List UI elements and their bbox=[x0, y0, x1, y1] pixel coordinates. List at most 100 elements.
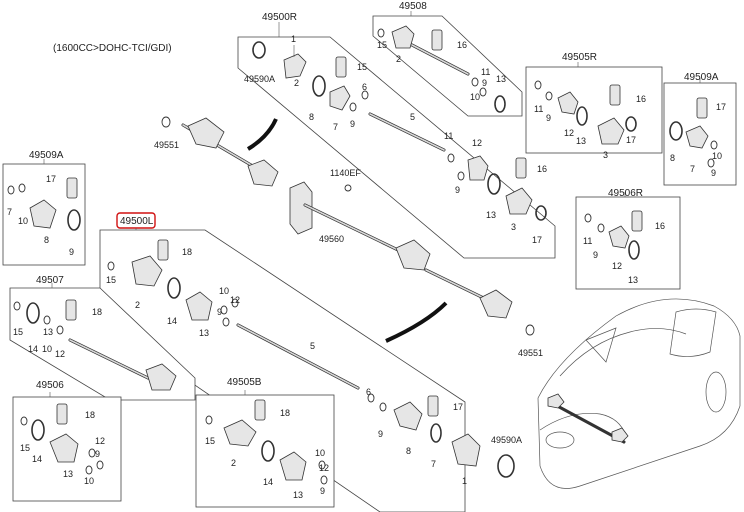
svg-text:9: 9 bbox=[593, 250, 598, 260]
svg-text:7: 7 bbox=[7, 207, 12, 217]
svg-text:7: 7 bbox=[690, 164, 695, 174]
svg-text:16: 16 bbox=[537, 164, 547, 174]
svg-text:18: 18 bbox=[182, 247, 192, 257]
svg-text:17: 17 bbox=[453, 402, 463, 412]
svg-text:11: 11 bbox=[444, 131, 453, 141]
svg-text:11: 11 bbox=[583, 236, 592, 246]
svg-text:13: 13 bbox=[576, 136, 586, 146]
svg-text:9: 9 bbox=[482, 78, 487, 88]
svg-text:16: 16 bbox=[457, 40, 467, 50]
svg-text:13: 13 bbox=[628, 275, 638, 285]
svg-text:15: 15 bbox=[377, 40, 387, 50]
label-49507: 49507 bbox=[36, 275, 64, 286]
svg-text:7: 7 bbox=[333, 122, 338, 132]
svg-text:15: 15 bbox=[357, 62, 367, 72]
svg-text:18: 18 bbox=[92, 307, 102, 317]
svg-text:9: 9 bbox=[455, 185, 460, 195]
svg-text:8: 8 bbox=[44, 235, 49, 245]
svg-text:15: 15 bbox=[106, 275, 116, 285]
svg-text:9: 9 bbox=[69, 247, 74, 257]
svg-text:11: 11 bbox=[534, 104, 543, 114]
svg-text:17: 17 bbox=[46, 174, 56, 184]
svg-text:14: 14 bbox=[28, 344, 38, 354]
label-49509A-left: 49509A bbox=[29, 150, 64, 161]
svg-text:15: 15 bbox=[205, 436, 215, 446]
label-49551-bottom: 49551 bbox=[518, 348, 543, 358]
box-49505R bbox=[525, 66, 663, 154]
box-49506R bbox=[575, 196, 681, 290]
svg-text:7: 7 bbox=[431, 459, 436, 469]
svg-text:11: 11 bbox=[481, 67, 490, 77]
svg-text:9: 9 bbox=[350, 119, 355, 129]
svg-text:10: 10 bbox=[219, 286, 229, 296]
svg-text:17: 17 bbox=[532, 235, 542, 245]
intermediate-shaft: 1140EF 49560 bbox=[289, 168, 400, 252]
svg-text:16: 16 bbox=[655, 221, 665, 231]
svg-text:9: 9 bbox=[95, 449, 100, 459]
svg-text:13: 13 bbox=[293, 490, 303, 500]
svg-text:13: 13 bbox=[43, 327, 53, 337]
vehicle-illustration bbox=[537, 298, 741, 489]
assembled-rear-driveshaft: 49551 bbox=[154, 116, 279, 187]
label-49560: 49560 bbox=[319, 234, 344, 244]
svg-text:2: 2 bbox=[231, 458, 236, 468]
svg-text:5: 5 bbox=[310, 341, 315, 351]
svg-text:2: 2 bbox=[135, 300, 140, 310]
svg-text:8: 8 bbox=[309, 112, 314, 122]
svg-text:9: 9 bbox=[711, 168, 716, 178]
svg-text:12: 12 bbox=[564, 128, 574, 138]
svg-text:9: 9 bbox=[378, 429, 383, 439]
svg-text:14: 14 bbox=[263, 477, 273, 487]
svg-text:14: 14 bbox=[167, 316, 177, 326]
svg-text:9: 9 bbox=[546, 113, 551, 123]
svg-text:6: 6 bbox=[366, 387, 371, 397]
svg-text:10: 10 bbox=[712, 151, 722, 161]
parts-49500R: 49590A 1 2 15 8 7 9 6 5 11 9 12 13 16 3 … bbox=[244, 34, 547, 245]
label-49508: 49508 bbox=[399, 1, 427, 12]
svg-text:10: 10 bbox=[470, 92, 480, 102]
svg-text:1: 1 bbox=[291, 34, 296, 44]
svg-text:14: 14 bbox=[32, 454, 42, 464]
svg-text:9: 9 bbox=[320, 486, 325, 496]
label-49505B: 49505B bbox=[227, 377, 262, 388]
label-49506R: 49506R bbox=[608, 188, 643, 199]
svg-text:18: 18 bbox=[85, 410, 95, 420]
label-49509A-right: 49509A bbox=[684, 72, 719, 83]
svg-text:13: 13 bbox=[496, 74, 506, 84]
svg-text:12: 12 bbox=[230, 295, 240, 305]
svg-text:5: 5 bbox=[410, 112, 415, 122]
svg-text:13: 13 bbox=[486, 210, 496, 220]
svg-text:10: 10 bbox=[84, 476, 94, 486]
svg-text:13: 13 bbox=[199, 328, 209, 338]
label-49551-top: 49551 bbox=[154, 140, 179, 150]
engine-note: (1600CC>DOHC-TCI/GDI) bbox=[53, 43, 172, 54]
svg-text:13: 13 bbox=[63, 469, 73, 479]
svg-text:12: 12 bbox=[319, 463, 329, 473]
svg-text:12: 12 bbox=[472, 138, 482, 148]
svg-text:2: 2 bbox=[396, 54, 401, 64]
svg-text:1: 1 bbox=[462, 476, 467, 486]
svg-text:10: 10 bbox=[18, 216, 28, 226]
label-1140EF: 1140EF bbox=[330, 168, 361, 178]
svg-text:6: 6 bbox=[362, 82, 367, 92]
assembled-front-driveshaft: 49551 bbox=[385, 239, 543, 358]
svg-text:10: 10 bbox=[315, 448, 325, 458]
svg-text:49590A: 49590A bbox=[491, 435, 522, 445]
label-49506: 49506 bbox=[36, 380, 64, 391]
box-49500R bbox=[237, 36, 556, 259]
svg-text:12: 12 bbox=[612, 261, 622, 271]
svg-text:8: 8 bbox=[670, 153, 675, 163]
svg-text:15: 15 bbox=[13, 327, 23, 337]
svg-text:17: 17 bbox=[626, 135, 636, 145]
svg-text:15: 15 bbox=[20, 443, 30, 453]
svg-text:2: 2 bbox=[294, 78, 299, 88]
label-49590A: 49590A bbox=[244, 74, 275, 84]
svg-text:12: 12 bbox=[55, 349, 65, 359]
label-49500L: 49500L bbox=[120, 216, 154, 227]
svg-text:9: 9 bbox=[217, 307, 222, 317]
svg-text:3: 3 bbox=[511, 222, 516, 232]
svg-text:16: 16 bbox=[636, 94, 646, 104]
svg-text:8: 8 bbox=[406, 446, 411, 456]
